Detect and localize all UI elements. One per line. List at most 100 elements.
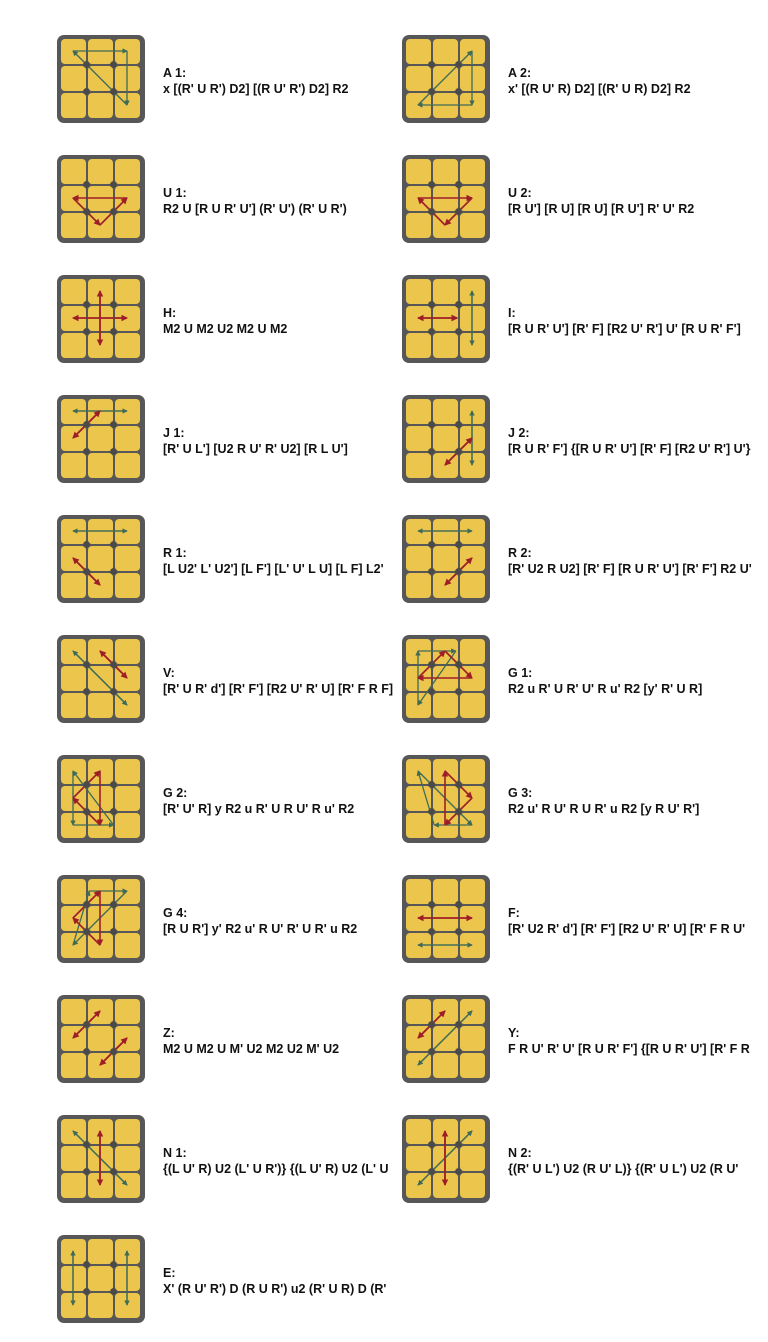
grid-dot xyxy=(455,61,462,68)
sticker xyxy=(115,906,140,931)
grid-dot xyxy=(428,1048,435,1055)
corner-swap-arrow xyxy=(72,890,91,946)
case-algorithm: x [(R' U R') D2] [(R U' R') D2] R2 xyxy=(163,82,349,96)
sticker xyxy=(406,333,431,358)
corner-swap-arrow xyxy=(72,770,115,826)
sticker xyxy=(88,693,113,718)
grid-dot xyxy=(110,808,117,815)
case-algorithm: M2 U M2 U2 M2 U M2 xyxy=(163,322,288,336)
sticker xyxy=(406,39,431,64)
sticker xyxy=(460,999,485,1024)
sticker xyxy=(460,1173,485,1198)
case-text: J 1:[R' U L'] [U2 R U' R' U2] [R L U'] xyxy=(163,425,433,458)
pll-case: U 1:R2 U [R U R' U'] (R' U') (R' U R') xyxy=(55,153,439,257)
case-text: U 2:[R U'] [R U] [R U] [R U'] R' U' R2 xyxy=(508,185,768,218)
case-name: G 4: xyxy=(163,906,188,920)
grid-dot xyxy=(455,448,462,455)
grid-dot xyxy=(110,1141,117,1148)
case-algorithm: [R' U' R] y R2 u R' U R U' R u' R2 xyxy=(163,802,355,816)
grid-dot xyxy=(428,328,435,335)
cube-top-diagram xyxy=(57,275,145,363)
case-algorithm: {(L U' R) U2 (L' U R')} {(L U' R) U2 (L'… xyxy=(163,1162,389,1176)
grid-dot xyxy=(428,901,435,908)
sticker xyxy=(115,573,140,598)
case-algorithm: M2 U M2 U M' U2 M2 U2 M' U2 xyxy=(163,1042,340,1056)
grid-dot xyxy=(110,781,117,788)
case-algorithm: [R' U L'] [U2 R U' R' U2] [R L U'] xyxy=(163,442,348,456)
sticker xyxy=(433,333,458,358)
case-text: U 1:R2 U [R U R' U'] (R' U') (R' U R') xyxy=(163,185,433,218)
sticker xyxy=(61,1146,86,1171)
cube-top-diagram xyxy=(57,155,145,243)
sticker xyxy=(115,639,140,664)
grid-dot xyxy=(83,808,90,815)
grid-dot xyxy=(455,781,462,788)
case-algorithm: x' [(R U' R) D2] [(R' U R) D2] R2 xyxy=(508,82,691,96)
sticker xyxy=(406,1119,431,1144)
case-text: N 2:{(R' U L') U2 (R U' L)} {(R' U L') U… xyxy=(508,1145,768,1178)
pll-case: A 2:x' [(R U' R) D2] [(R' U R) D2] R2 xyxy=(400,33,768,137)
sticker xyxy=(460,879,485,904)
sticker xyxy=(61,693,86,718)
grid-dot xyxy=(83,181,90,188)
corner-swap-arrow xyxy=(72,650,128,706)
sticker xyxy=(115,786,140,811)
grid-dot xyxy=(455,421,462,428)
grid-dot xyxy=(455,661,462,668)
cube-top-diagram xyxy=(57,1115,145,1203)
pll-case: I:[R U R' U'] [R' F] [R2 U' R'] U' [R U … xyxy=(400,273,768,377)
sticker xyxy=(61,1053,86,1078)
grid-dot xyxy=(428,448,435,455)
sticker xyxy=(406,159,431,184)
case-text: V:[R' U R' d'] [R' F'] [R2 U' R' U] [R' … xyxy=(163,665,433,698)
sticker xyxy=(406,573,431,598)
grid-dot xyxy=(110,541,117,548)
pll-case: G 3:R2 u' R U' R U R' u R2 [y R U' R'] xyxy=(400,753,768,857)
sticker xyxy=(433,426,458,451)
grid-dot xyxy=(455,928,462,935)
grid-dot xyxy=(83,421,90,428)
case-name: V: xyxy=(163,666,175,680)
grid-dot xyxy=(110,301,117,308)
sticker xyxy=(115,546,140,571)
pll-case: R 2:[R' U2 R U2] [R' F] [R U R' U'] [R' … xyxy=(400,513,768,617)
case-text: R 2:[R' U2 R U2] [R' F] [R U R' U'] [R' … xyxy=(508,545,768,578)
case-algorithm: R2 u R' U R' U' R u' R2 [y' R' U R] xyxy=(508,682,703,696)
grid-dot xyxy=(83,541,90,548)
sticker xyxy=(115,333,140,358)
case-text: A 2:x' [(R U' R) D2] [(R' U R) D2] R2 xyxy=(508,65,768,98)
cube-top-diagram xyxy=(402,875,490,963)
cube-top-diagram xyxy=(402,395,490,483)
case-algorithm: [L U2' L' U2'] [L F'] [L' U' L U] [L F] … xyxy=(163,562,384,576)
grid-dot xyxy=(110,181,117,188)
case-name: E: xyxy=(163,1266,176,1280)
grid-dot xyxy=(110,208,117,215)
grid-dot xyxy=(110,568,117,575)
grid-dot xyxy=(110,928,117,935)
sticker xyxy=(115,1119,140,1144)
sticker xyxy=(406,453,431,478)
sticker xyxy=(406,546,431,571)
grid-dot xyxy=(83,688,90,695)
cube-top-diagram xyxy=(402,35,490,123)
case-name: U 2: xyxy=(508,186,532,200)
cube-top-diagram xyxy=(57,395,145,483)
case-name: H: xyxy=(163,306,177,320)
grid-dot xyxy=(428,208,435,215)
grid-dot xyxy=(455,541,462,548)
grid-dot xyxy=(110,688,117,695)
grid-dot xyxy=(428,808,435,815)
sticker xyxy=(88,159,113,184)
case-algorithm: X' (R U' R') D (R U R') u2 (R' U R) D (R… xyxy=(163,1282,387,1296)
sticker xyxy=(406,1173,431,1198)
sticker xyxy=(115,813,140,838)
grid-dot xyxy=(83,1048,90,1055)
sticker xyxy=(115,213,140,238)
grid-dot xyxy=(455,328,462,335)
grid-dot xyxy=(110,88,117,95)
cube-top-diagram xyxy=(57,35,145,123)
grid-dot xyxy=(83,328,90,335)
grid-dot xyxy=(428,928,435,935)
case-name: J 2: xyxy=(508,426,530,440)
